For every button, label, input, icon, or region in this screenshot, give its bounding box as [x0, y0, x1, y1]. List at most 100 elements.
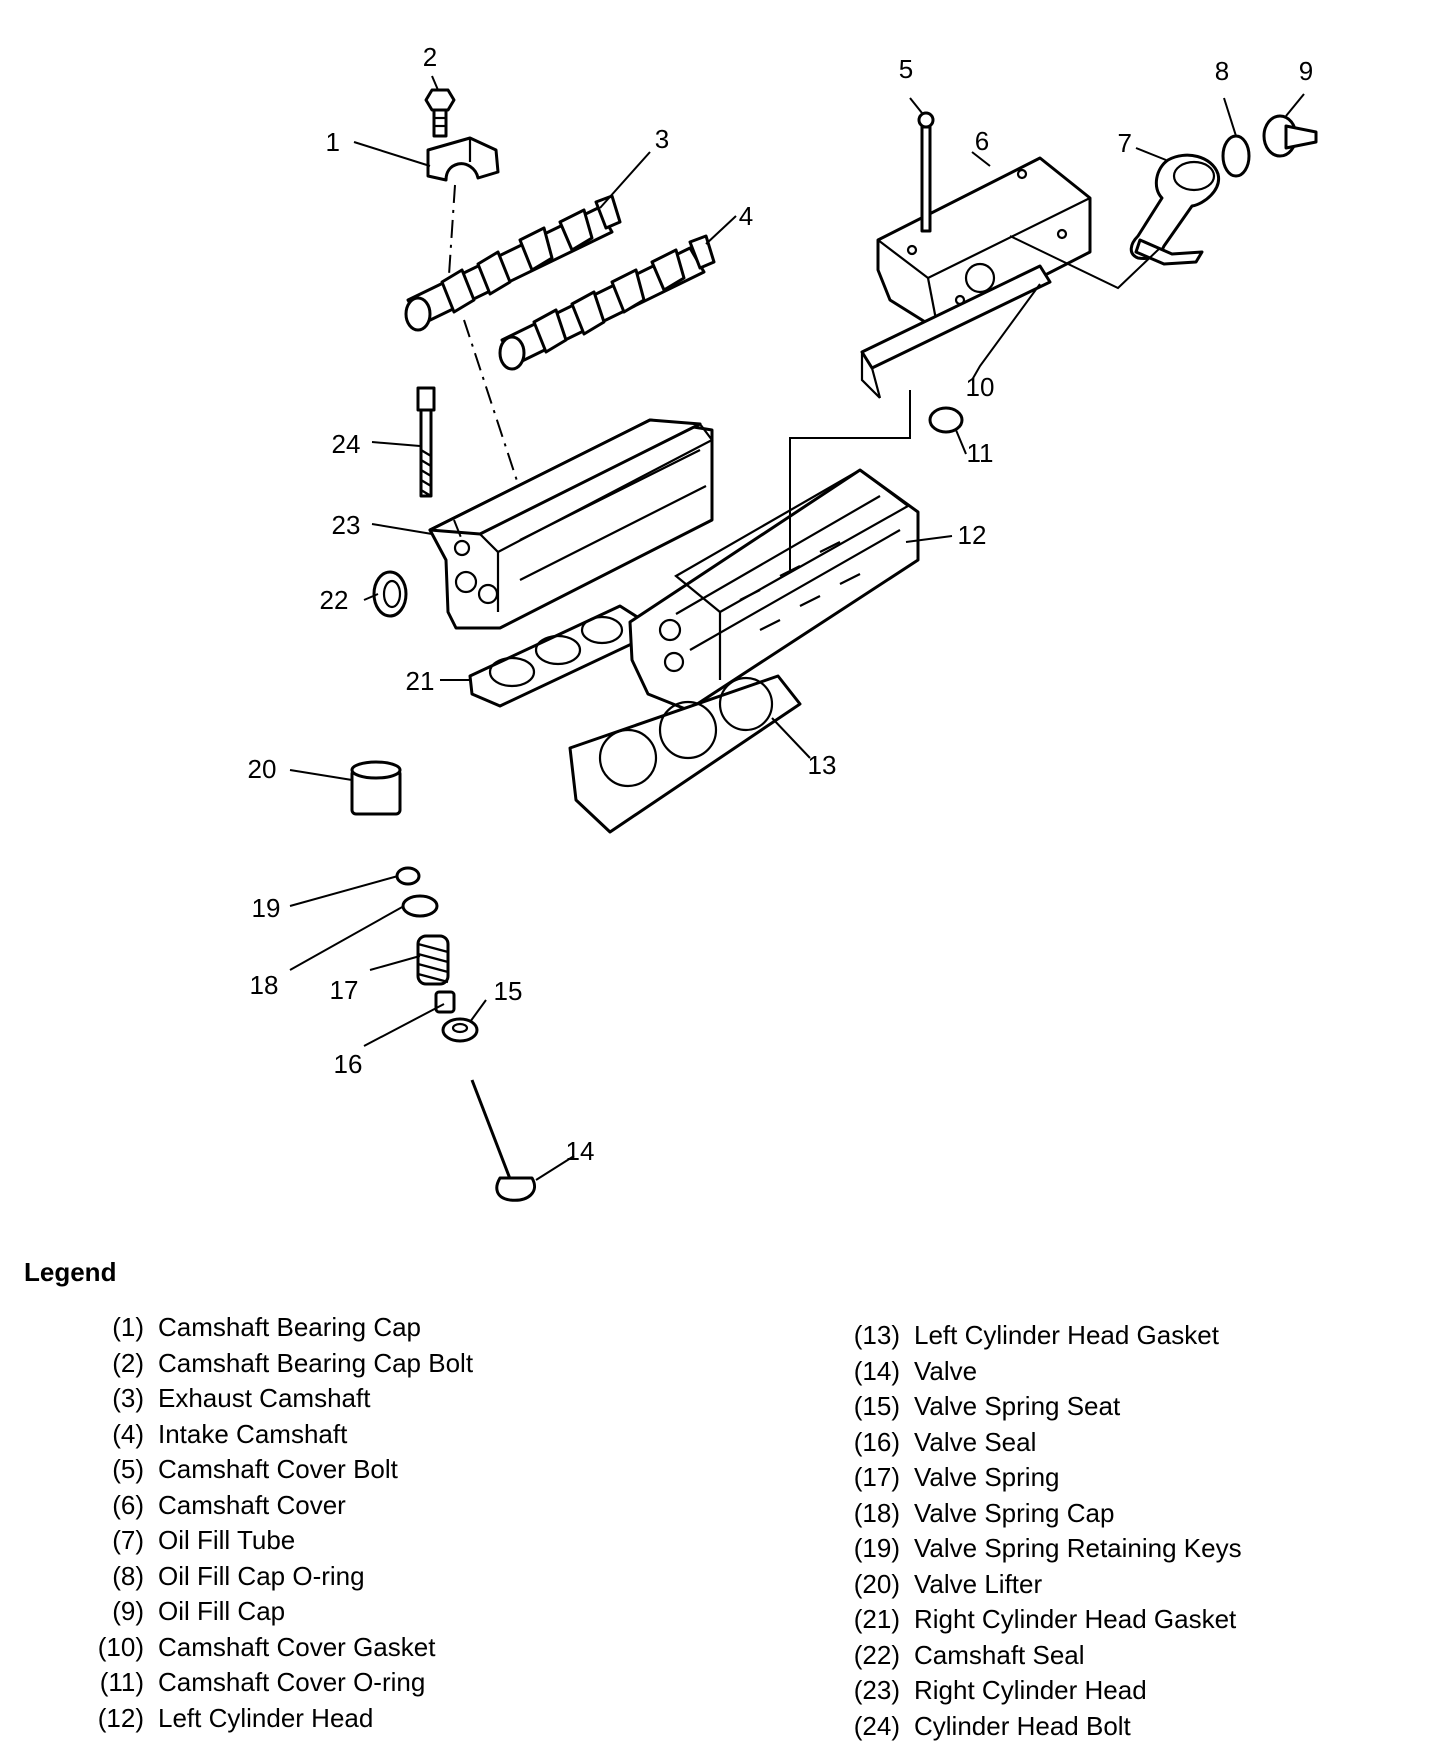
legend-number: (9) [64, 1596, 144, 1627]
oil-fill-tube-part [1131, 155, 1218, 264]
oil-fill-cap-part [1264, 116, 1316, 156]
valve-spring-seat-part [443, 1019, 477, 1041]
legend-number: (12) [64, 1703, 144, 1734]
legend-item: (22) Camshaft Seal [820, 1640, 1242, 1676]
callout-4: 4 [739, 201, 753, 231]
camshaft-cover-bolt-part [919, 113, 933, 231]
legend-item: (11)Camshaft Cover O-ring [64, 1667, 473, 1703]
legend-number: (20) [820, 1569, 900, 1600]
legend-number: (21) [820, 1604, 900, 1635]
callout-5: 5 [899, 54, 913, 84]
callout-19: 19 [252, 893, 281, 923]
legend-number: (16) [820, 1427, 900, 1458]
legend-number: (6) [64, 1490, 144, 1521]
legend-item: (3) Exhaust Camshaft [64, 1383, 473, 1419]
legend-item: (24) Cylinder Head Bolt [820, 1711, 1242, 1746]
legend-label: Camshaft Cover Bolt [158, 1454, 398, 1485]
legend-label: Camshaft Bearing Cap Bolt [158, 1348, 473, 1379]
valve-spring-part [418, 936, 448, 984]
legend-number: (5) [64, 1454, 144, 1485]
camshaft-bearing-cap-bolt-part [426, 90, 454, 136]
legend-item: (15) Valve Spring Seat [820, 1391, 1242, 1427]
legend-label: Camshaft Cover [158, 1490, 346, 1521]
legend-label: Valve Spring Cap [914, 1498, 1114, 1529]
legend-item: (17)Valve Spring [820, 1462, 1242, 1498]
callout-3: 3 [655, 124, 669, 154]
callout-15: 15 [494, 976, 523, 1006]
callout-8: 8 [1215, 56, 1229, 86]
legend-label: Valve Seal [914, 1427, 1036, 1458]
callout-23: 23 [332, 510, 361, 540]
callout-21: 21 [406, 666, 435, 696]
callout-2: 2 [423, 42, 437, 72]
legend-label: Oil Fill Tube [158, 1525, 295, 1556]
camshaft-bearing-cap-part [428, 138, 498, 180]
legend-number: (4) [64, 1419, 144, 1450]
callout-11: 11 [967, 438, 994, 468]
legend-number: (22) [820, 1640, 900, 1671]
cylinder-head-bolt-part [418, 388, 434, 496]
legend-label: Left Cylinder Head Gasket [914, 1320, 1219, 1351]
legend-number: (1) [64, 1312, 144, 1343]
legend-number: (24) [820, 1711, 900, 1742]
camshaft-cover-o-ring-part [930, 408, 962, 432]
callout-6: 6 [975, 126, 989, 156]
callout-9: 9 [1299, 56, 1313, 86]
legend-number: (13) [820, 1320, 900, 1351]
valve-part [472, 1080, 535, 1200]
legend-label: Camshaft Seal [914, 1640, 1085, 1671]
legend-item: (5) Camshaft Cover Bolt [64, 1454, 473, 1490]
legend-label: Intake Camshaft [158, 1419, 347, 1450]
legend-label: Oil Fill Cap [158, 1596, 285, 1627]
legend-label: Valve [914, 1356, 977, 1387]
callout-22: 22 [320, 585, 349, 615]
legend-item: (20) Valve Lifter [820, 1569, 1242, 1605]
callout-20: 20 [248, 754, 277, 784]
legend-item: (2)Camshaft Bearing Cap Bolt [64, 1348, 473, 1384]
legend-item: (6) Camshaft Cover [64, 1490, 473, 1526]
legend-number: (11) [64, 1667, 144, 1698]
legend-item: (9) Oil Fill Cap [64, 1596, 473, 1632]
legend-column-right: (13) Left Cylinder Head Gasket (14) Valve … [820, 1320, 1242, 1746]
legend-label: Right Cylinder Head [914, 1675, 1147, 1706]
legend-number: (3) [64, 1383, 144, 1414]
legend-label: Valve Spring Retaining Keys [914, 1533, 1242, 1564]
legend-column-left: (1)Camshaft Bearing Cap (2)Camshaft Bear… [64, 1312, 473, 1738]
legend-label: Valve Spring Seat [914, 1391, 1120, 1422]
valve-spring-cap-part [403, 896, 437, 916]
legend-item: (21) Right Cylinder Head Gasket [820, 1604, 1242, 1640]
legend-label: Camshaft Cover Gasket [158, 1632, 435, 1663]
oil-fill-cap-o-ring-part [1223, 136, 1249, 176]
callout-1: 1 [326, 127, 340, 157]
legend-number: (7) [64, 1525, 144, 1556]
legend-item: (10)Camshaft Cover Gasket [64, 1632, 473, 1668]
legend-label: Exhaust Camshaft [158, 1383, 370, 1414]
legend-number: (23) [820, 1675, 900, 1706]
callout-18: 18 [250, 970, 279, 1000]
valve-lifter-part [352, 762, 400, 814]
legend-number: (8) [64, 1561, 144, 1592]
legend-label: Right Cylinder Head Gasket [914, 1604, 1236, 1635]
callout-7: 7 [1118, 128, 1132, 158]
valve-seal-part [436, 992, 454, 1012]
valve-spring-retaining-keys-part [397, 868, 419, 884]
legend-item: (16) Valve Seal [820, 1427, 1242, 1463]
callout-17: 17 [330, 975, 359, 1005]
legend-item: (1)Camshaft Bearing Cap [64, 1312, 473, 1348]
legend-item: (4) Intake Camshaft [64, 1419, 473, 1455]
legend-item: (12) Left Cylinder Head [64, 1703, 473, 1739]
legend-number: (17) [820, 1462, 900, 1493]
callout-12: 12 [958, 520, 987, 550]
callout-16: 16 [334, 1049, 363, 1079]
legend-item: (18)Valve Spring Cap [820, 1498, 1242, 1534]
legend-item: (23) Right Cylinder Head [820, 1675, 1242, 1711]
callout-24: 24 [332, 429, 361, 459]
callout-10: 10 [966, 372, 995, 402]
legend-label: Left Cylinder Head [158, 1703, 373, 1734]
legend-label: Oil Fill Cap O-ring [158, 1561, 365, 1592]
legend-number: (14) [820, 1356, 900, 1387]
legend-label: Cylinder Head Bolt [914, 1711, 1131, 1742]
legend-label: Valve Lifter [914, 1569, 1042, 1600]
legend-number: (15) [820, 1391, 900, 1422]
legend-item: (19)Valve Spring Retaining Keys [820, 1533, 1242, 1569]
